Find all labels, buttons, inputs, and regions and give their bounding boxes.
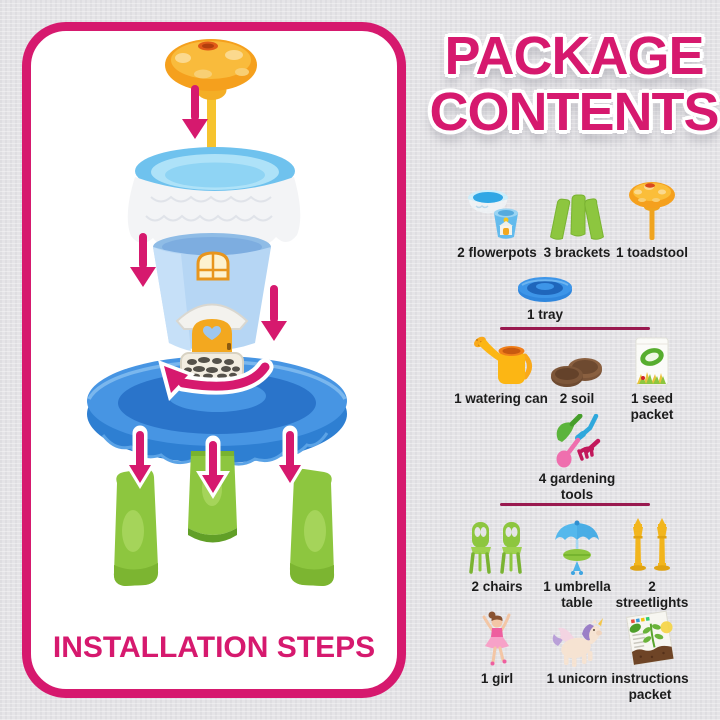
package-item-soil: 2 soil (532, 336, 622, 407)
seed-packet-icon (607, 336, 697, 388)
item-label: 1 girl (480, 671, 514, 686)
package-item-seed-packet: 1 seed packet (607, 336, 697, 422)
item-label: 2 streetlights (615, 579, 689, 610)
item-label: 2 flowerpots (457, 245, 537, 260)
item-label: 1 tray (526, 307, 564, 322)
package-title-line1: PACKAGE (444, 26, 704, 86)
package-item-unicorn: 1 unicorn (532, 606, 622, 687)
tray-icon (500, 266, 590, 304)
installation-panel: INSTALLATION STEPS (22, 22, 406, 698)
package-item-chairs: 2 chairs (452, 514, 542, 595)
package-item-tray: 1 tray (500, 266, 590, 323)
section-divider (500, 503, 650, 506)
item-label: 2 soil (559, 391, 595, 406)
chairs-icon (452, 514, 542, 576)
item-label: 1 umbrella table (543, 579, 611, 610)
item-label: 1 watering can (454, 391, 548, 406)
toadstool-spinner (165, 39, 257, 155)
package-item-gardening-tools: 4 gardening tools (532, 412, 622, 502)
assembly-arrow-down-2 (130, 233, 156, 287)
package-item-streetlights: 2 streetlights (607, 514, 697, 610)
gardening-tools-icon (532, 412, 622, 468)
package-item-brackets: 3 brackets (532, 178, 622, 261)
assembly-arrow-down-3 (261, 285, 287, 341)
package-title-line2: CONTENTS (429, 82, 720, 143)
toadstool-icon (607, 178, 697, 242)
instructions-packet-icon (605, 606, 695, 668)
girl-icon (452, 606, 542, 668)
assembly-arrow-down-6 (273, 425, 307, 489)
unicorn-icon (532, 606, 622, 668)
brackets-icon (532, 178, 622, 242)
assembly-diagram (87, 39, 347, 586)
item-label: 4 gardening tools (538, 471, 616, 502)
package-item-instructions: instructions packet (605, 606, 695, 702)
package-item-watering-can: 1 watering can (454, 336, 548, 407)
assembly-arrow-down-1 (182, 85, 208, 139)
item-label: 3 brackets (543, 245, 611, 260)
item-label: 1 seed packet (630, 391, 674, 422)
section-divider (500, 327, 650, 330)
rotation-arrow (158, 358, 274, 401)
watering-can-icon (456, 336, 546, 388)
installation-title: INSTALLATION STEPS (52, 631, 376, 664)
assembly-arrow-down-5 (196, 435, 230, 499)
package-title: PACKAGE CONTENTS (424, 28, 720, 140)
item-label: instructions packet (611, 671, 689, 702)
streetlights-icon (607, 514, 697, 576)
umbrella-table-icon (532, 514, 622, 576)
item-label: 1 unicorn (546, 671, 608, 686)
item-label: 1 toadstool (615, 245, 688, 260)
package-item-toadstool: 1 toadstool (607, 178, 697, 261)
fairy-house-door (175, 303, 249, 381)
item-label: 2 chairs (471, 579, 523, 594)
package-item-umbrella-table: 1 umbrella table (532, 514, 622, 610)
soil-icon (532, 336, 622, 388)
package-item-girl: 1 girl (452, 606, 542, 687)
package-item-flowerpots: 2 flowerpots (452, 178, 542, 261)
flowerpots-icon (452, 178, 542, 242)
assembly-arrow-down-4 (123, 425, 157, 489)
